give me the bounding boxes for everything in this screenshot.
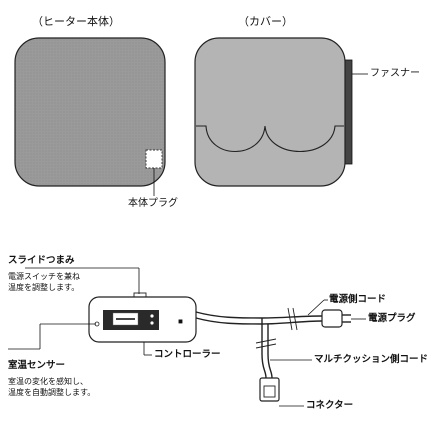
power-cord <box>261 315 323 319</box>
room-sensor-desc-1: 室温の変化を感知し、 <box>8 377 88 386</box>
connector-label: コネクター <box>306 400 354 411</box>
cover-title: （カバー） <box>238 15 293 28</box>
heater-panel <box>14 37 166 187</box>
multi-cord-label: マルチクッション側コード <box>314 354 429 365</box>
cover-panel <box>194 37 346 187</box>
indicator-light-2 <box>150 321 154 325</box>
power-cord-breakmark <box>287 307 298 331</box>
multi-cord-2 <box>267 324 273 379</box>
power-plug-body <box>321 309 343 328</box>
slide-knob-title: スライドつまみ <box>8 255 75 266</box>
multi-cord-breakmark <box>255 338 277 349</box>
body-plug-label: 本体プラグ <box>128 198 178 209</box>
room-sensor-title: 室温センサー <box>8 360 66 371</box>
power-cord-2 <box>261 320 323 325</box>
body-plug-marker <box>145 149 163 169</box>
slide-knob-desc-2: 温度を調整します。 <box>8 283 80 292</box>
indicator-light <box>150 314 154 318</box>
power-plug-label: 電源プラグ <box>368 313 416 324</box>
controller-mark: ◼ <box>178 318 183 325</box>
slide-knob-desc-1: 電源スイッチを兼ね <box>8 272 80 281</box>
connector-inner <box>263 385 276 398</box>
multi-cord <box>261 318 267 379</box>
room-sensor-desc-2: 温度を自動調整します。 <box>8 388 96 397</box>
heater-title: （ヒーター本体） <box>32 15 120 28</box>
cover-fold-line <box>196 125 344 153</box>
power-cord-leader <box>307 299 325 316</box>
zipper-label: ファスナー <box>370 68 420 79</box>
main-cord <box>195 311 263 319</box>
controller-label: コントローラー <box>154 349 221 360</box>
power-cord-label: 電源側コード <box>329 294 387 305</box>
main-cord-outline <box>195 317 263 325</box>
